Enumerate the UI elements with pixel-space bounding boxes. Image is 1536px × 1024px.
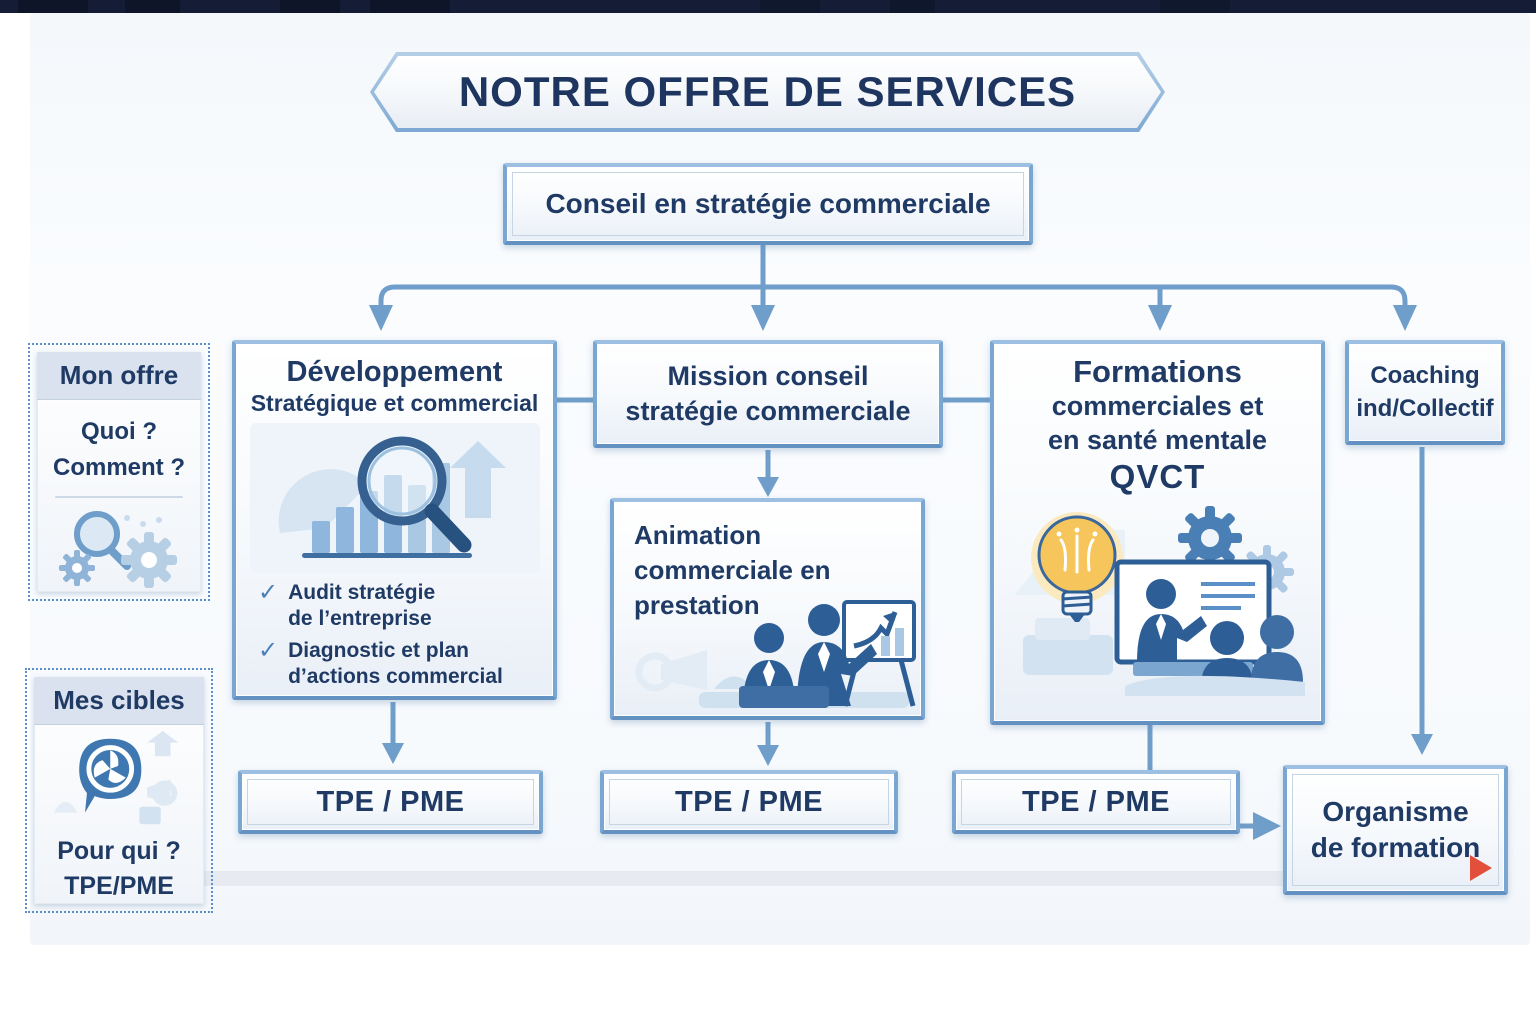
box-tpe-pme-2: TPE / PME — [600, 770, 898, 834]
title-banner: NOTRE OFFRE DE SERVICES — [370, 52, 1165, 132]
mon-offre-header: Mon offre — [37, 352, 201, 400]
mes-cibles-card: Mes cibles Pour qui ? TPE/PME — [34, 677, 204, 904]
tpe-label: TPE / PME — [1022, 785, 1170, 818]
strip-blob — [1160, 0, 1230, 13]
panel-mes-cibles: Mes cibles Pour qui ? TPE/PME — [25, 668, 213, 913]
presenters-flipchart-icon — [635, 600, 916, 708]
speech-bubble-icon — [79, 738, 142, 813]
checklist-text: Audit stratégie de l’entreprise — [288, 580, 435, 631]
mon-offre-questions: Quoi ? Comment ? — [37, 414, 201, 486]
developpement-subtitle: Stratégique et commercial — [250, 390, 539, 416]
developpement-title: Développement — [286, 356, 503, 388]
box-coaching: Coaching ind/Collectif — [1345, 340, 1505, 445]
checklist-text: Diagnostic et plan d’actions commercial — [288, 638, 503, 689]
strip-blob — [370, 0, 450, 13]
mes-cibles-q1: Pour qui ? — [57, 837, 181, 865]
animation-label: Animation commerciale en prestation — [634, 518, 921, 623]
box-tpe-pme-3: TPE / PME — [952, 770, 1240, 834]
formations-line2: commerciales et — [1051, 391, 1264, 421]
checklist-item: ✓ Audit stratégie de l’entreprise — [258, 580, 539, 631]
mission-title-line1: Mission conseil — [667, 360, 869, 391]
panel-mon-offre: Mon offre Quoi ? Comment ? — [28, 343, 210, 601]
gear-icon — [59, 550, 95, 586]
mes-cibles-header: Mes cibles — [34, 677, 204, 725]
strip-blob — [890, 0, 935, 13]
box-mission-conseil: Mission conseil stratégie commerciale — [593, 340, 943, 448]
title-banner-inner: NOTRE OFFRE DE SERVICES — [374, 56, 1161, 128]
strip-blob — [125, 0, 180, 13]
formations-line4: QVCT — [1109, 457, 1206, 495]
box-conseil-label: Conseil en stratégie commerciale — [545, 188, 991, 219]
check-icon: ✓ — [258, 579, 279, 606]
magnifier-gears-icon — [59, 511, 177, 588]
coaching-line1: Coaching — [1370, 362, 1480, 390]
divider — [55, 496, 183, 498]
lightbulb-gears-training-icon — [1015, 505, 1305, 696]
checklist-line: Diagnostic et plan — [288, 639, 469, 663]
top-cropped-strip — [0, 0, 1536, 13]
mon-offre-q2: Comment ? — [53, 454, 185, 481]
box-conseil-strategie: Conseil en stratégie commerciale — [503, 163, 1033, 245]
mon-offre-q1: Quoi ? — [81, 418, 157, 445]
formations-line3: en santé mentale — [1047, 424, 1268, 455]
organisme-line1: Organisme — [1322, 795, 1469, 827]
baseline-band — [70, 871, 1310, 886]
box-developpement: Développement Stratégique et commercial … — [232, 340, 557, 700]
speech-bubble-target-icon — [53, 731, 179, 825]
animation-line: commerciale en — [634, 555, 831, 586]
mes-cibles-questions: Pour qui ? TPE/PME — [34, 834, 204, 904]
strip-blob — [18, 0, 88, 13]
checklist-item: ✓ Diagnostic et plan d’actions commercia… — [258, 638, 539, 689]
lightbulb-icon — [1031, 511, 1123, 622]
organisme-line2: de formation — [1310, 832, 1481, 863]
box-tpe-pme-1: TPE / PME — [238, 770, 543, 834]
coaching-line2: ind/Collectif — [1356, 394, 1494, 422]
box-organisme-formation: Organisme de formation — [1283, 765, 1508, 895]
checklist-line: Audit stratégie — [288, 581, 436, 604]
formations-line1: Formations — [1073, 354, 1242, 389]
mission-title-line2: stratégie commerciale — [625, 396, 911, 426]
strip-blob — [280, 0, 340, 13]
box-animation-commerciale: Animation commerciale en prestation — [610, 498, 925, 720]
checklist-line: de l’entreprise — [288, 606, 432, 630]
red-arrow-icon — [1470, 855, 1492, 881]
tpe-label: TPE / PME — [316, 785, 465, 818]
bar-chart-magnifier-icon — [250, 423, 540, 573]
page-title: NOTRE OFFRE DE SERVICES — [458, 68, 1077, 115]
animation-line: Animation — [634, 520, 762, 550]
tpe-label: TPE / PME — [675, 785, 823, 818]
box-formations: Formations commerciales et en santé ment… — [990, 340, 1325, 725]
mes-cibles-q2: TPE/PME — [64, 872, 174, 900]
checklist-line: d’actions commercial — [288, 664, 503, 688]
animation-line: prestation — [634, 590, 760, 621]
check-icon: ✓ — [258, 637, 279, 665]
strip-blob — [760, 0, 820, 13]
gear-icon — [121, 532, 177, 588]
gear-icon — [1178, 505, 1242, 570]
mon-offre-card: Mon offre Quoi ? Comment ? — [37, 352, 201, 592]
